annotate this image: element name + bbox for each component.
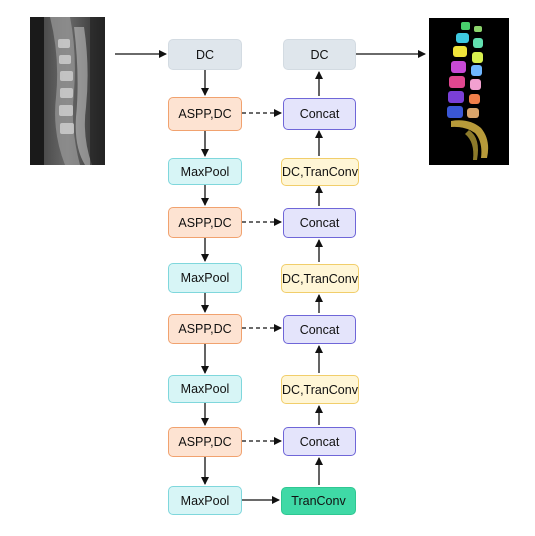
decoder-dc-tranconv-node-1: DC,TranConv — [281, 158, 359, 186]
input-mri-image — [30, 17, 105, 165]
encoder-maxpool-node-2: MaxPool — [168, 263, 242, 293]
decoder-concat-node-1: Concat — [283, 98, 356, 130]
encoder-maxpool-node-4: MaxPool — [168, 486, 242, 515]
decoder-concat-node-3: Concat — [283, 315, 356, 344]
encoder-dc-node: DC — [168, 39, 242, 70]
encoder-maxpool-node-3: MaxPool — [168, 375, 242, 403]
decoder-concat-node-2: Concat — [283, 208, 356, 238]
encoder-aspp-dc-node-2: ASPP,DC — [168, 207, 242, 238]
encoder-maxpool-node-1: MaxPool — [168, 158, 242, 185]
decoder-tranconv-node: TranConv — [281, 487, 356, 515]
encoder-aspp-dc-node-1: ASPP,DC — [168, 97, 242, 131]
encoder-aspp-dc-node-4: ASPP,DC — [168, 427, 242, 457]
output-segmentation-image — [429, 18, 509, 165]
decoder-dc-tranconv-node-2: DC,TranConv — [281, 264, 359, 293]
decoder-concat-node-4: Concat — [283, 427, 356, 456]
decoder-dc-tranconv-node-3: DC,TranConv — [281, 375, 359, 404]
encoder-aspp-dc-node-3: ASPP,DC — [168, 314, 242, 344]
decoder-dc-node: DC — [283, 39, 356, 70]
